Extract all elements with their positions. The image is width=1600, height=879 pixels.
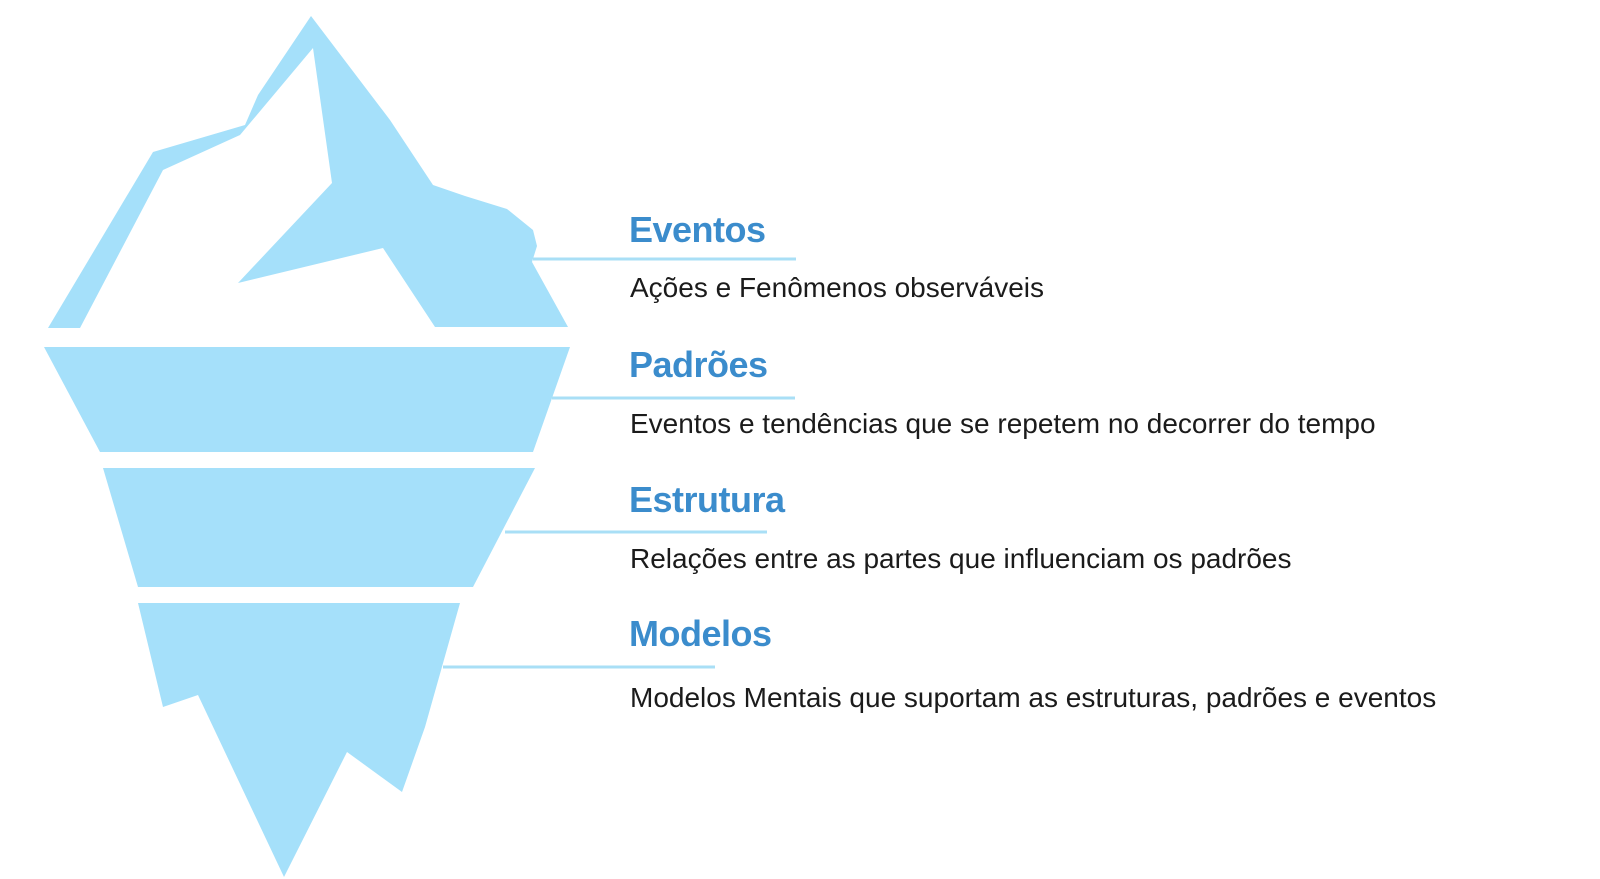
iceberg-tip-shape: [48, 16, 568, 328]
iceberg-band-modelos: [138, 603, 460, 877]
desc-text: Eventos e tendências que se repetem no d…: [630, 408, 1376, 439]
title-text: Padrões: [629, 344, 768, 385]
section-title-modelos: Modelos: [629, 616, 772, 652]
section-title-estrutura: Estrutura: [629, 482, 785, 518]
desc-text: Relações entre as partes que influenciam…: [630, 543, 1292, 574]
section-title-padroes: Padrões: [629, 347, 768, 383]
section-desc-eventos: Ações e Fenômenos observáveis: [630, 272, 1044, 304]
section-desc-modelos: Modelos Mentais que suportam as estrutur…: [630, 682, 1436, 714]
section-title-eventos: Eventos: [629, 212, 766, 248]
section-desc-padroes: Eventos e tendências que se repetem no d…: [630, 408, 1376, 440]
desc-text: Ações e Fenômenos observáveis: [630, 272, 1044, 303]
iceberg-band-estrutura: [103, 468, 535, 587]
section-desc-estrutura: Relações entre as partes que influenciam…: [630, 543, 1292, 575]
title-text: Eventos: [629, 209, 766, 250]
desc-text: Modelos Mentais que suportam as estrutur…: [630, 682, 1437, 713]
title-text: Modelos: [629, 613, 772, 654]
iceberg-band-padroes: [44, 347, 570, 452]
title-text: Estrutura: [629, 479, 785, 520]
